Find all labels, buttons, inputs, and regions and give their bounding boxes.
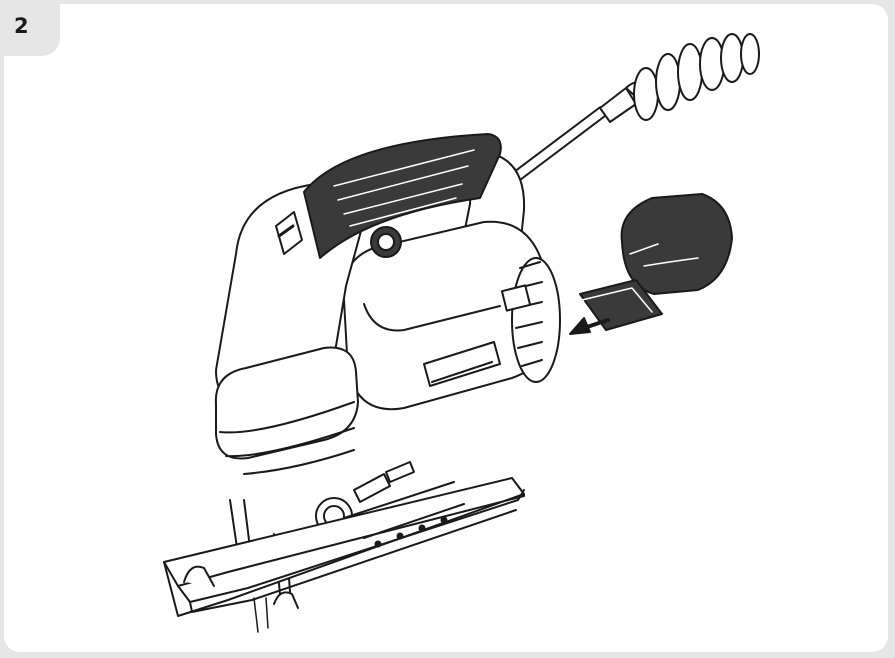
lock-button xyxy=(370,226,402,258)
power-cord xyxy=(503,33,760,188)
motor-housing xyxy=(342,220,553,411)
handle-grip xyxy=(303,133,502,259)
speed-dial xyxy=(500,257,561,383)
step-badge: 2 xyxy=(4,4,60,56)
arrow-icon xyxy=(569,317,610,335)
step-number: 2 xyxy=(14,14,29,38)
jigsaw-illustration xyxy=(163,33,760,633)
instruction-panel: 2 xyxy=(4,4,888,652)
dust-adapter xyxy=(579,193,733,331)
base-plate xyxy=(163,477,525,633)
cord-strain-relief xyxy=(633,33,760,121)
